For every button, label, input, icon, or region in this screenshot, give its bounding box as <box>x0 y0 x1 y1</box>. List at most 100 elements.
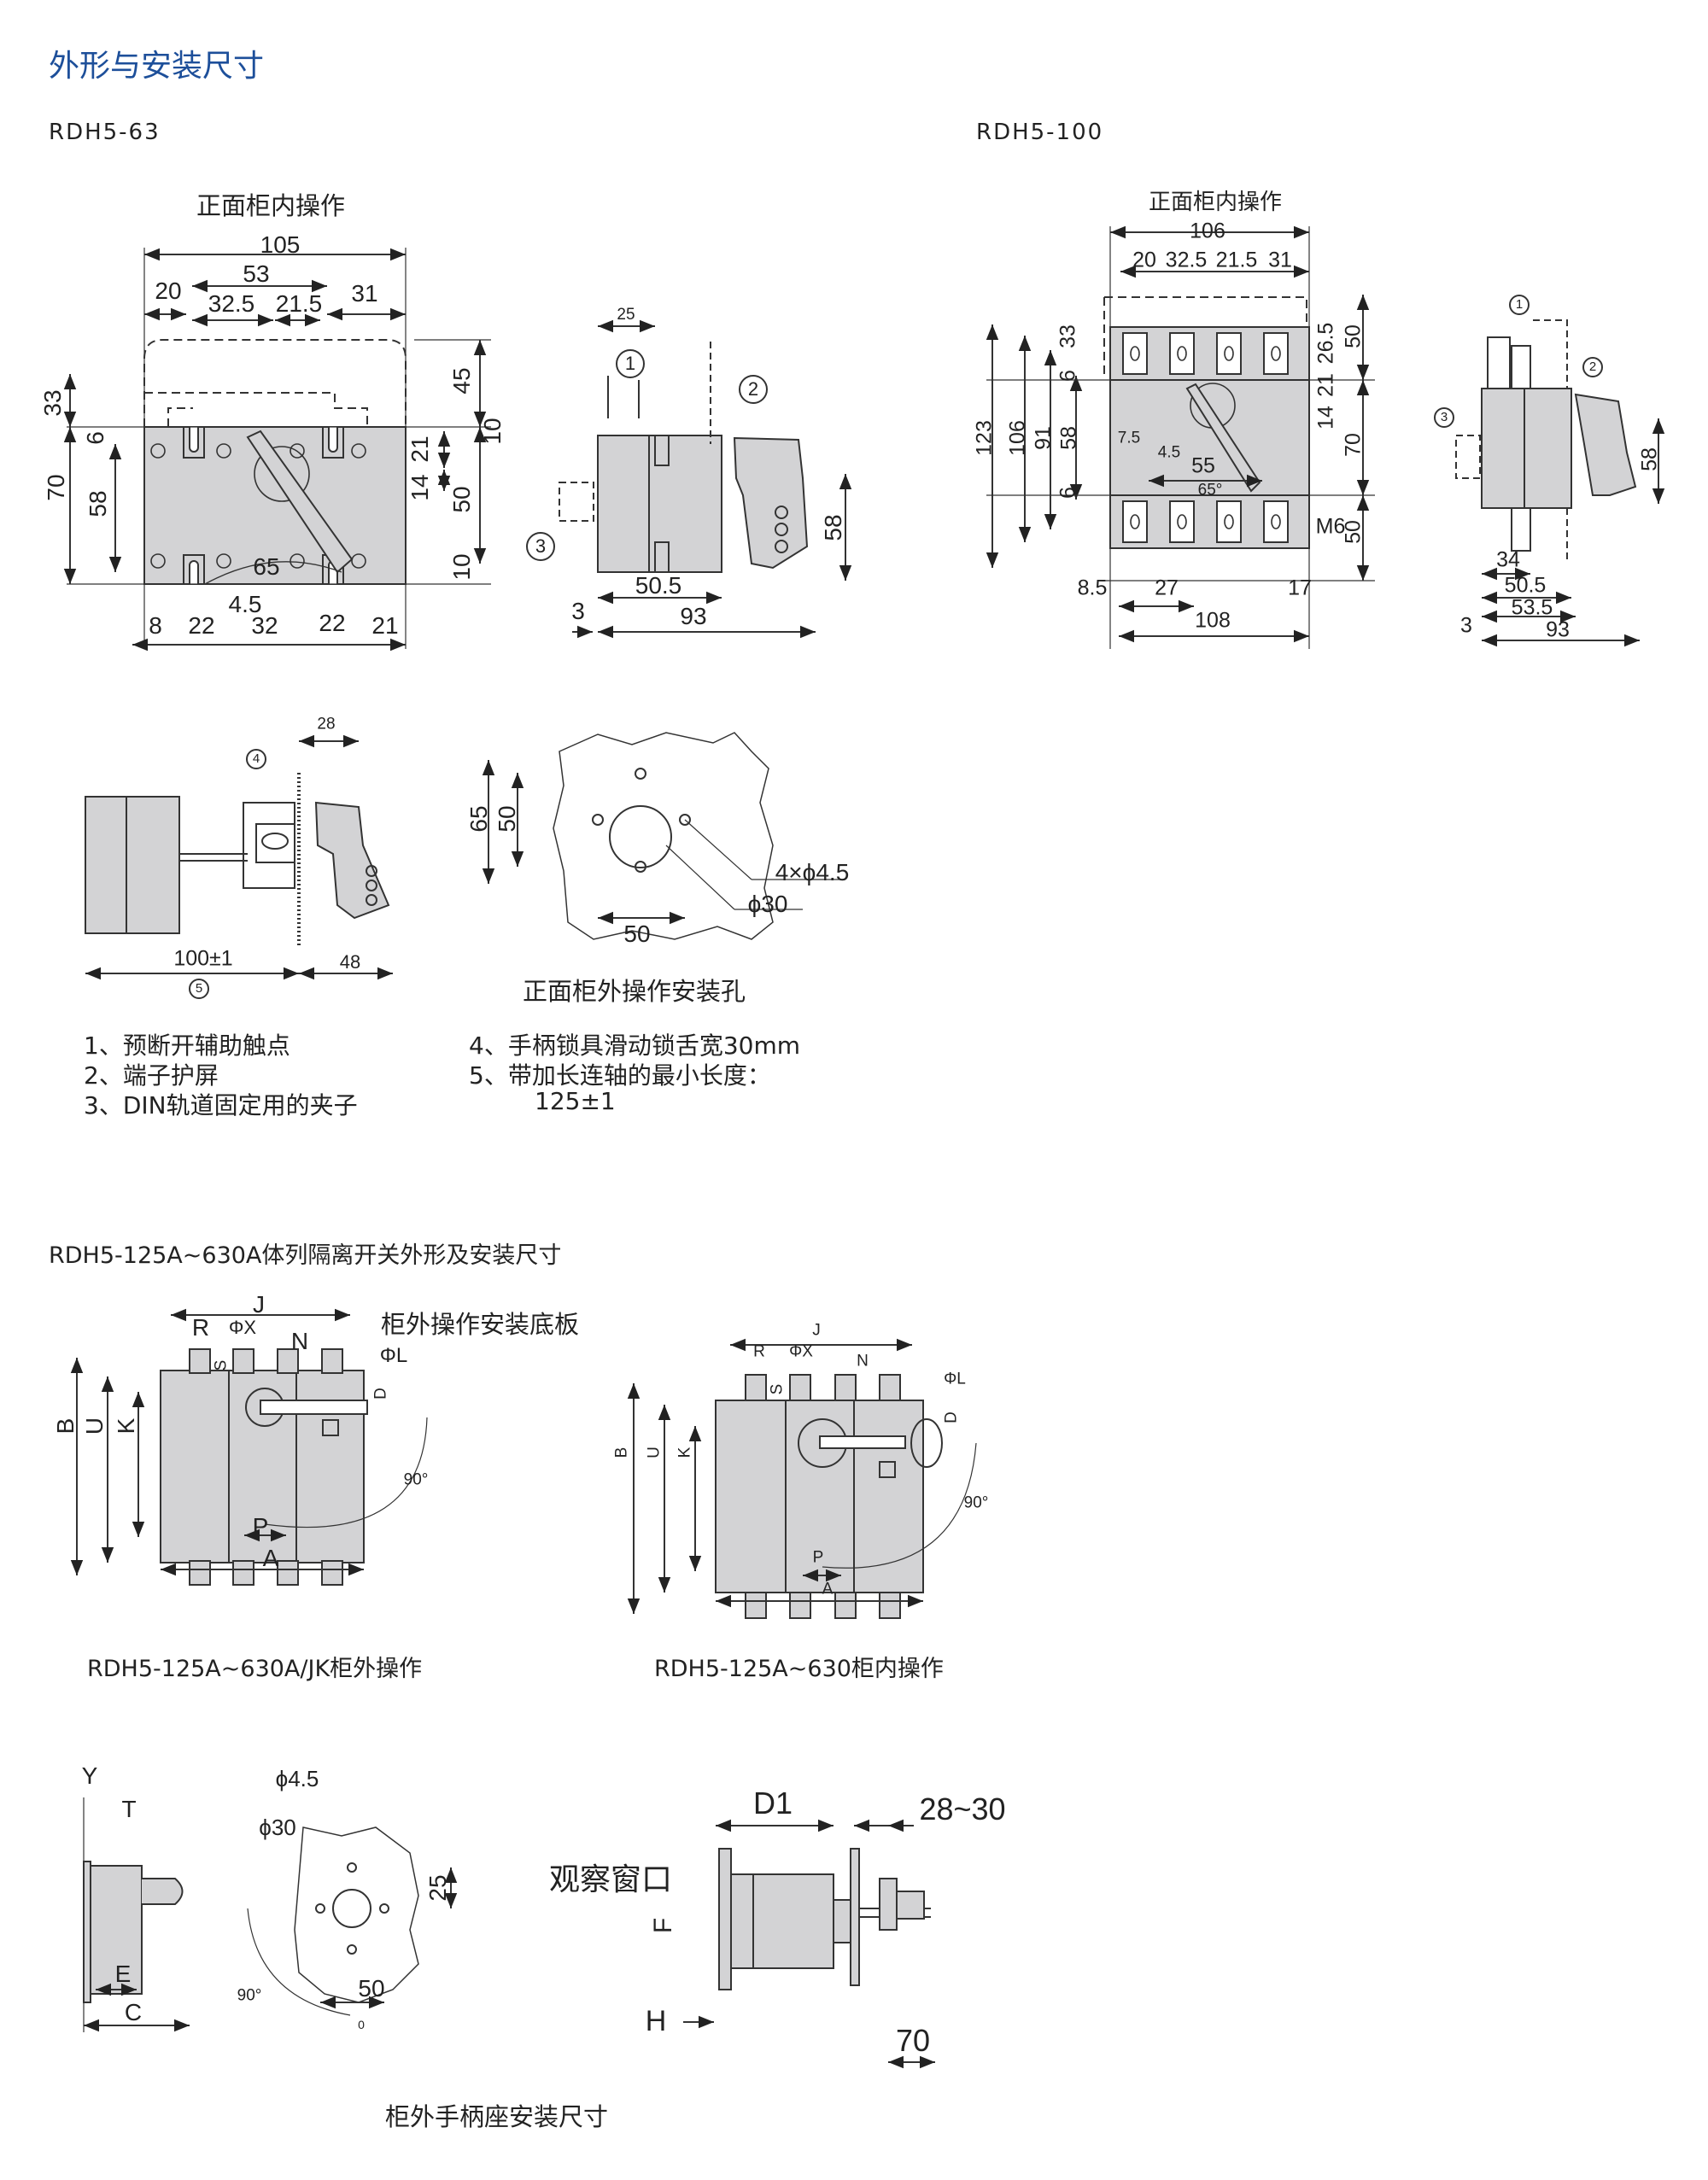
dim: 21 <box>407 435 433 463</box>
dim: 65 <box>465 805 492 833</box>
dim: 0 <box>358 2018 365 2031</box>
dim: 100±1 <box>173 946 233 971</box>
dim: 50.5 <box>1504 573 1547 598</box>
dim: 50 <box>623 921 651 947</box>
handle-extension-drawing <box>85 734 393 980</box>
dim: ϕ30 <box>747 891 788 917</box>
handle-base-caption: 柜外手柄座安装尺寸 <box>385 2102 609 2131</box>
dim: 50 <box>494 805 520 833</box>
dim: B <box>612 1447 631 1458</box>
dim: 53.5 <box>1511 595 1553 620</box>
dim: 123 <box>972 420 997 456</box>
dim: 90° <box>963 1493 989 1512</box>
note-item: 5、带加长连轴的最小长度： <box>469 1061 771 1090</box>
dim: ΦX <box>789 1342 813 1361</box>
dim: M6 <box>1315 514 1346 539</box>
dim: N <box>290 1328 309 1354</box>
callout-2: 2 <box>739 375 768 404</box>
dim: 90° <box>237 1986 262 2005</box>
dim: 31 <box>1268 248 1292 272</box>
dim: 50 <box>1341 324 1366 348</box>
dim: 6 <box>1056 487 1080 499</box>
handle-base-side-drawing <box>83 1797 190 2032</box>
dim: 45 <box>448 367 475 395</box>
dim: 21 <box>371 612 399 639</box>
rdh5-63-side-drawing <box>559 319 852 639</box>
dim: B <box>52 1417 79 1435</box>
dim: 58 <box>85 490 111 517</box>
dim: ΦL <box>944 1370 966 1388</box>
dim: N <box>857 1352 869 1371</box>
dim: ϕ30 <box>259 1815 296 1840</box>
dim: 32.5 <box>208 290 255 317</box>
dim: 106 <box>1005 420 1030 456</box>
dim: 25 <box>617 306 635 324</box>
dim: 31 <box>351 280 378 307</box>
dim: 22 <box>188 612 215 639</box>
dim: A <box>262 1545 279 1571</box>
dim: 70 <box>1341 433 1366 457</box>
page-title: 外形与安装尺寸 <box>49 49 265 84</box>
model-rdh5-63: RDH5-63 <box>49 120 161 145</box>
dim: D1 <box>752 1785 793 1821</box>
dim: 105 <box>260 231 301 258</box>
dim: 27 <box>1155 576 1179 600</box>
callout-1: 1 <box>616 349 645 378</box>
dim: 25 <box>424 1874 451 1902</box>
dim: 4.5 <box>1157 443 1181 462</box>
note-item: 4、手柄锁具滑动锁舌宽30mm <box>469 1032 800 1060</box>
dim: D <box>942 1411 961 1423</box>
cutout-caption: 正面柜外操作安装孔 <box>523 977 746 1006</box>
dim: 90° <box>403 1470 429 1489</box>
dim: 21.5 <box>275 290 323 317</box>
external-caption: RDH5-125A~630A/JK柜外操作 <box>87 1656 423 1682</box>
dim: ΦL <box>379 1344 408 1367</box>
dim: F <box>649 1917 677 1934</box>
dim: 3 <box>571 598 585 624</box>
dim: C <box>124 1999 143 2025</box>
dim: K <box>676 1447 694 1458</box>
dim: 14 <box>407 474 433 501</box>
dim: Y <box>81 1762 98 1789</box>
dim: R <box>191 1314 210 1341</box>
rdh5-100-front-drawing <box>986 225 1375 649</box>
handle-base-cutout-drawing <box>247 1826 458 2016</box>
dim: 55 <box>1191 453 1215 478</box>
dim: ϕ4.5 <box>275 1766 319 1791</box>
callout-3: 3 <box>1434 407 1454 428</box>
dim: 3 <box>1460 613 1472 638</box>
dim: H <box>645 2005 667 2037</box>
dim: 70 <box>895 2023 931 2058</box>
dim: 20 <box>1132 248 1156 272</box>
dim: 22 <box>319 610 346 636</box>
dim: P <box>252 1513 269 1540</box>
dim: K <box>113 1417 139 1435</box>
rdh5-100-front-caption: 正面柜内操作 <box>1149 190 1283 215</box>
dim: 58 <box>1056 426 1081 450</box>
dim: A <box>822 1580 834 1598</box>
dim: J <box>253 1291 265 1318</box>
dim: D <box>371 1388 390 1400</box>
dim: 20 <box>155 278 182 304</box>
dim: 91 <box>1031 426 1056 450</box>
dim: 4×ϕ4.5 <box>775 859 850 885</box>
dim: 28~30 <box>919 1791 1006 1826</box>
dim: P <box>812 1548 824 1567</box>
internal-caption: RDH5-125A~630柜内操作 <box>654 1656 944 1682</box>
dim: ΦX <box>228 1317 257 1338</box>
rdh5-63-front-drawing <box>63 248 491 652</box>
dim: 53 <box>243 260 270 287</box>
model-rdh5-100: RDH5-100 <box>976 120 1104 145</box>
mounting-plate-label: 柜外操作安装底板 <box>381 1310 580 1339</box>
panel-cutout-drawing <box>482 732 845 940</box>
dim: T <box>121 1796 137 1822</box>
dim: 48 <box>339 951 361 973</box>
note-item: 3、DIN轨道固定用的夹子 <box>84 1091 358 1119</box>
dim: U <box>81 1417 108 1435</box>
dim: 50 <box>1341 520 1366 544</box>
note-item: 1、预断开辅助触点 <box>84 1032 290 1060</box>
dim: 58 <box>1637 447 1662 471</box>
note-item: 125±1 <box>535 1087 616 1115</box>
callout-4: 4 <box>246 749 266 769</box>
